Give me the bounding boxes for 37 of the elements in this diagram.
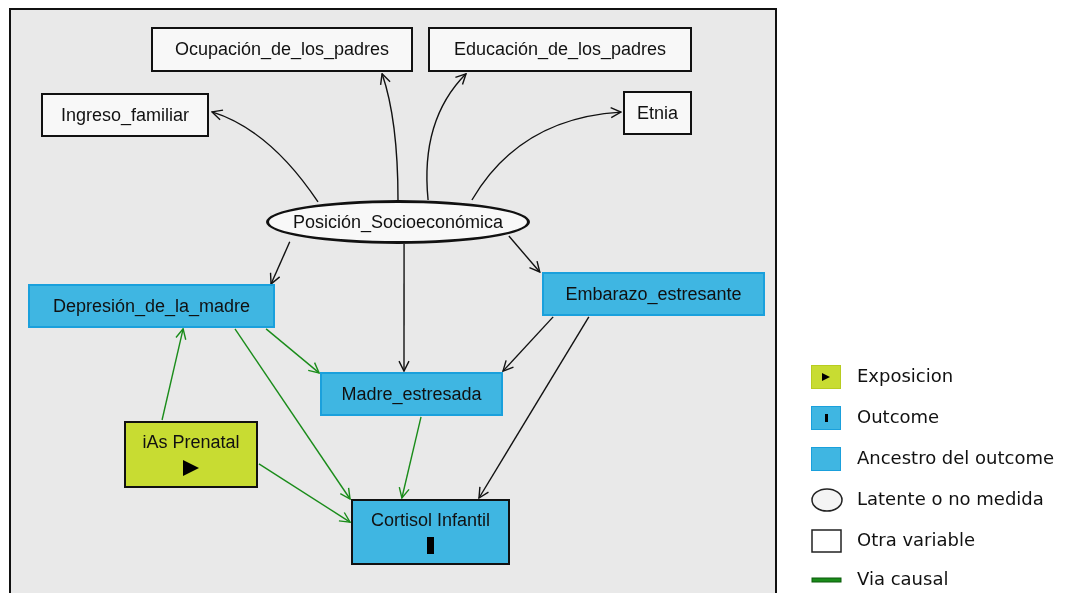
ancestor-box	[320, 372, 503, 416]
variable-box	[428, 27, 692, 72]
node-label: Educación_de_los_padres	[453, 39, 667, 60]
node-label: Embarazo_estresante	[565, 283, 742, 305]
legend-label: Ancestro del outcome	[857, 447, 1055, 468]
variable-box	[151, 27, 413, 72]
legend-label: Latente o no medida	[857, 488, 1044, 509]
arrow	[265, 328, 320, 374]
variable-box	[41, 93, 209, 137]
node-label: iAs Prenatal	[142, 432, 240, 453]
node-label: Etnia	[637, 102, 678, 124]
arrow	[379, 73, 399, 201]
node-label: Madre_estresada	[341, 383, 482, 405]
arrow	[258, 463, 351, 523]
arrow	[502, 316, 554, 372]
node-label: Depresión_de_la_madre	[52, 295, 251, 317]
arrow	[398, 243, 410, 372]
node-label: Ocupación_de_los_padres	[174, 39, 390, 60]
node-label: Posición_Socioeconómica	[292, 211, 504, 233]
arrow	[508, 235, 541, 273]
arrow	[478, 316, 590, 499]
ancestor-box	[542, 272, 765, 316]
node-label: Ingreso_familiar	[60, 104, 190, 126]
node-label: Cortisol Infantil	[370, 510, 491, 531]
variable-box	[623, 91, 692, 135]
arrow	[161, 328, 187, 421]
legend-label: Exposicion	[857, 365, 954, 386]
legend-label: Otra variable	[857, 529, 975, 550]
arrow	[234, 328, 351, 500]
exposure-box	[124, 421, 258, 488]
ancestor-box	[28, 284, 275, 328]
outcome-box	[351, 499, 510, 565]
arrow	[398, 416, 422, 499]
arrow	[471, 107, 622, 201]
legend-label: Via causal	[857, 568, 949, 589]
arrow	[426, 73, 467, 201]
legend-label: Outcome	[857, 406, 940, 427]
